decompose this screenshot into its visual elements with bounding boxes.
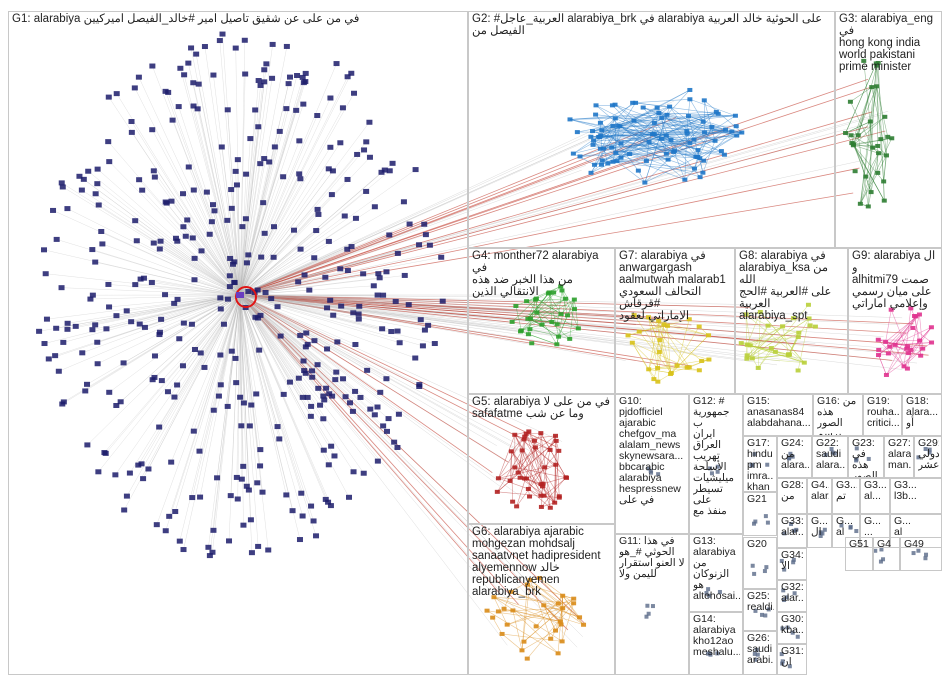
group-panel-g2[interactable]: G2: #العربية_عاجل alarabiya_brk في alara… (468, 11, 835, 248)
group-label: G3... تم (836, 480, 857, 502)
group-label: G18: alara... أو (906, 396, 939, 429)
group-label: G19: rouha... critici... (867, 396, 899, 429)
group-panel-g3x[interactable]: G3... تم (832, 478, 860, 514)
group-panel-g20[interactable]: G20 (743, 537, 777, 589)
group-panel-g23[interactable]: G23: في هذه الصور (848, 436, 884, 478)
group-label: G27: alara... man... (888, 438, 911, 471)
group-label: G3: alarabiya_eng في hong kong india wor… (839, 13, 939, 73)
group-label: G2: #العربية_عاجل alarabiya_brk في alara… (472, 13, 832, 37)
group-label: G20 (747, 539, 774, 550)
group-panel-g7[interactable]: G7: alarabiya في anwargargash aalmutwah … (615, 248, 735, 394)
group-label: G32: alar... (781, 582, 804, 604)
group-label: G22: saudi alara... (816, 438, 845, 471)
group-panel-g14[interactable]: G14: alarabiya kho12ao meshalu... (689, 612, 743, 675)
group-panel-g8[interactable]: G8: alarabiya في alarabiya_ksa من الله ع… (735, 248, 848, 394)
group-panel-g10[interactable]: G10: pjdofficiel ajarabic chefgov_ma ala… (615, 394, 689, 534)
group-panel-g4v[interactable]: G4 (873, 537, 900, 571)
group-label: G26: saudi arabi... (747, 633, 774, 666)
group-panel-g27[interactable]: G27: alara... man... (884, 436, 914, 478)
group-panel-g24[interactable]: G24: من alara... (777, 436, 812, 478)
group-label: G51 (849, 539, 870, 550)
group-label: G33: alar... (781, 516, 804, 538)
group-panel-g9[interactable]: G9: alarabiya ال و alhitmi79 صمت على ميا… (848, 248, 942, 394)
group-panel-g3y[interactable]: G3... al... (860, 478, 890, 514)
group-label: G5: alarabiya في من على لا safafatme وما… (472, 396, 612, 420)
group-label: G15: anasanas84 alabdahana... (747, 396, 810, 429)
group-label: G6: alarabiya ajarabic mohgezan mohdsalj… (472, 526, 612, 598)
group-label: G24: من alara... (781, 438, 809, 471)
group-label: G11: في هذا الحوثي #_هو لا العنو استقرار… (619, 536, 686, 580)
group-panel-g18[interactable]: G18: alara... أو (902, 394, 942, 436)
group-panel-g4x[interactable]: G4... alar... (807, 478, 832, 514)
group-panel-g11[interactable]: G11: في هذا الحوثي #_هو لا العنو استقرار… (615, 534, 689, 675)
group-label: G... al (836, 516, 857, 538)
group-panel-g49[interactable]: G49 (900, 537, 942, 571)
group-panel-g29[interactable]: G29: دولي عشر (914, 436, 942, 478)
group-label: G... al (894, 516, 939, 538)
group-label: G9: alarabiya ال و alhitmi79 صمت على ميا… (852, 250, 939, 310)
group-panel-g26[interactable]: G26: saudi arabi... (743, 631, 777, 675)
group-panel-g1[interactable]: G1: alarabiya في من على عن شقيق تاصيل أم… (8, 11, 468, 675)
group-panel-g51[interactable]: G51 (845, 537, 873, 571)
group-panel-g4[interactable]: G4: monther72 alarabiya في من هذا الخبر … (468, 248, 615, 394)
group-panel-g22[interactable]: G22: saudi alara... (812, 436, 848, 478)
group-label: G4... alar... (811, 480, 829, 502)
group-panel-g5[interactable]: G5: alarabiya في من على لا safafatme وما… (468, 394, 615, 524)
group-panel-g3[interactable]: G3: alarabiya_eng في hong kong india wor… (835, 11, 942, 248)
group-label: G17: hindu pm imra... khan (747, 438, 774, 492)
group-label: G10: pjdofficiel ajarabic chefgov_ma ala… (619, 396, 686, 506)
group-label: G... ... (864, 516, 887, 538)
group-panel-g15[interactable]: G15: anasanas84 alabdahana... (743, 394, 813, 436)
group-label: G29: دولي عشر (918, 438, 939, 471)
group-label: G... ال (811, 516, 829, 538)
group-label: G14: alarabiya kho12ao meshalu... (693, 614, 740, 658)
group-panel-g34[interactable]: G34: الا (777, 548, 807, 580)
group-panel-g13[interactable]: G13: alarabiya من الزنوكان هو altehosai.… (689, 534, 743, 612)
group-panel-g25[interactable]: G25: realdi... (743, 589, 777, 631)
group-label: G3... l3b... (894, 480, 939, 502)
group-panel-g6[interactable]: G6: alarabiya ajarabic mohgezan mohdsalj… (468, 524, 615, 675)
group-label: G3... al... (864, 480, 887, 502)
group-panel-g21[interactable]: G21 (743, 492, 777, 536)
group-label: G7: alarabiya في anwargargash aalmutwah … (619, 250, 732, 322)
group-label: G4 (877, 539, 897, 550)
group-panel-g17[interactable]: G17: hindu pm imra... khan (743, 436, 777, 492)
group-label: G31: ان (781, 646, 804, 668)
group-label: G25: realdi... (747, 591, 774, 613)
group-label: G21 (747, 494, 774, 505)
group-label: G30: kba... (781, 614, 804, 636)
group-label: G49 (904, 539, 939, 550)
group-label: G4: monther72 alarabiya في من هذا الخبر … (472, 250, 612, 298)
group-panel-g3z[interactable]: G3... l3b... (890, 478, 942, 514)
group-label: G16: من هذه الصور برسم أحياء (817, 396, 860, 436)
group-label: G13: alarabiya من الزنوكان هو altehosai.… (693, 536, 740, 602)
group-label: G28: من (781, 480, 804, 502)
group-panel-g19[interactable]: G19: rouha... critici... (863, 394, 902, 436)
group-panel-g33[interactable]: G33: alar... (777, 514, 807, 548)
group-panel-g16[interactable]: G16: من هذه الصور برسم أحياء (813, 394, 863, 436)
group-panel-g28[interactable]: G28: من (777, 478, 807, 514)
group-panel-g4y[interactable]: G... ال (807, 514, 832, 548)
group-label: G12: # جمهورية ب ايران العراق تهريب الأس… (693, 396, 740, 517)
group-panel-g31[interactable]: G31: ان (777, 644, 807, 675)
group-panel-g12[interactable]: G12: # جمهورية ب ايران العراق تهريب الأس… (689, 394, 743, 534)
group-label: G1: alarabiya في من على عن شقيق تاصيل أم… (12, 13, 465, 25)
group-panel-g32[interactable]: G32: alar... (777, 580, 807, 612)
group-label: G34: الا (781, 550, 804, 572)
group-label: G23: في هذه الصور (852, 438, 881, 478)
group-panel-g30[interactable]: G30: kba... (777, 612, 807, 644)
group-label: G8: alarabiya في alarabiya_ksa من الله ع… (739, 250, 845, 322)
